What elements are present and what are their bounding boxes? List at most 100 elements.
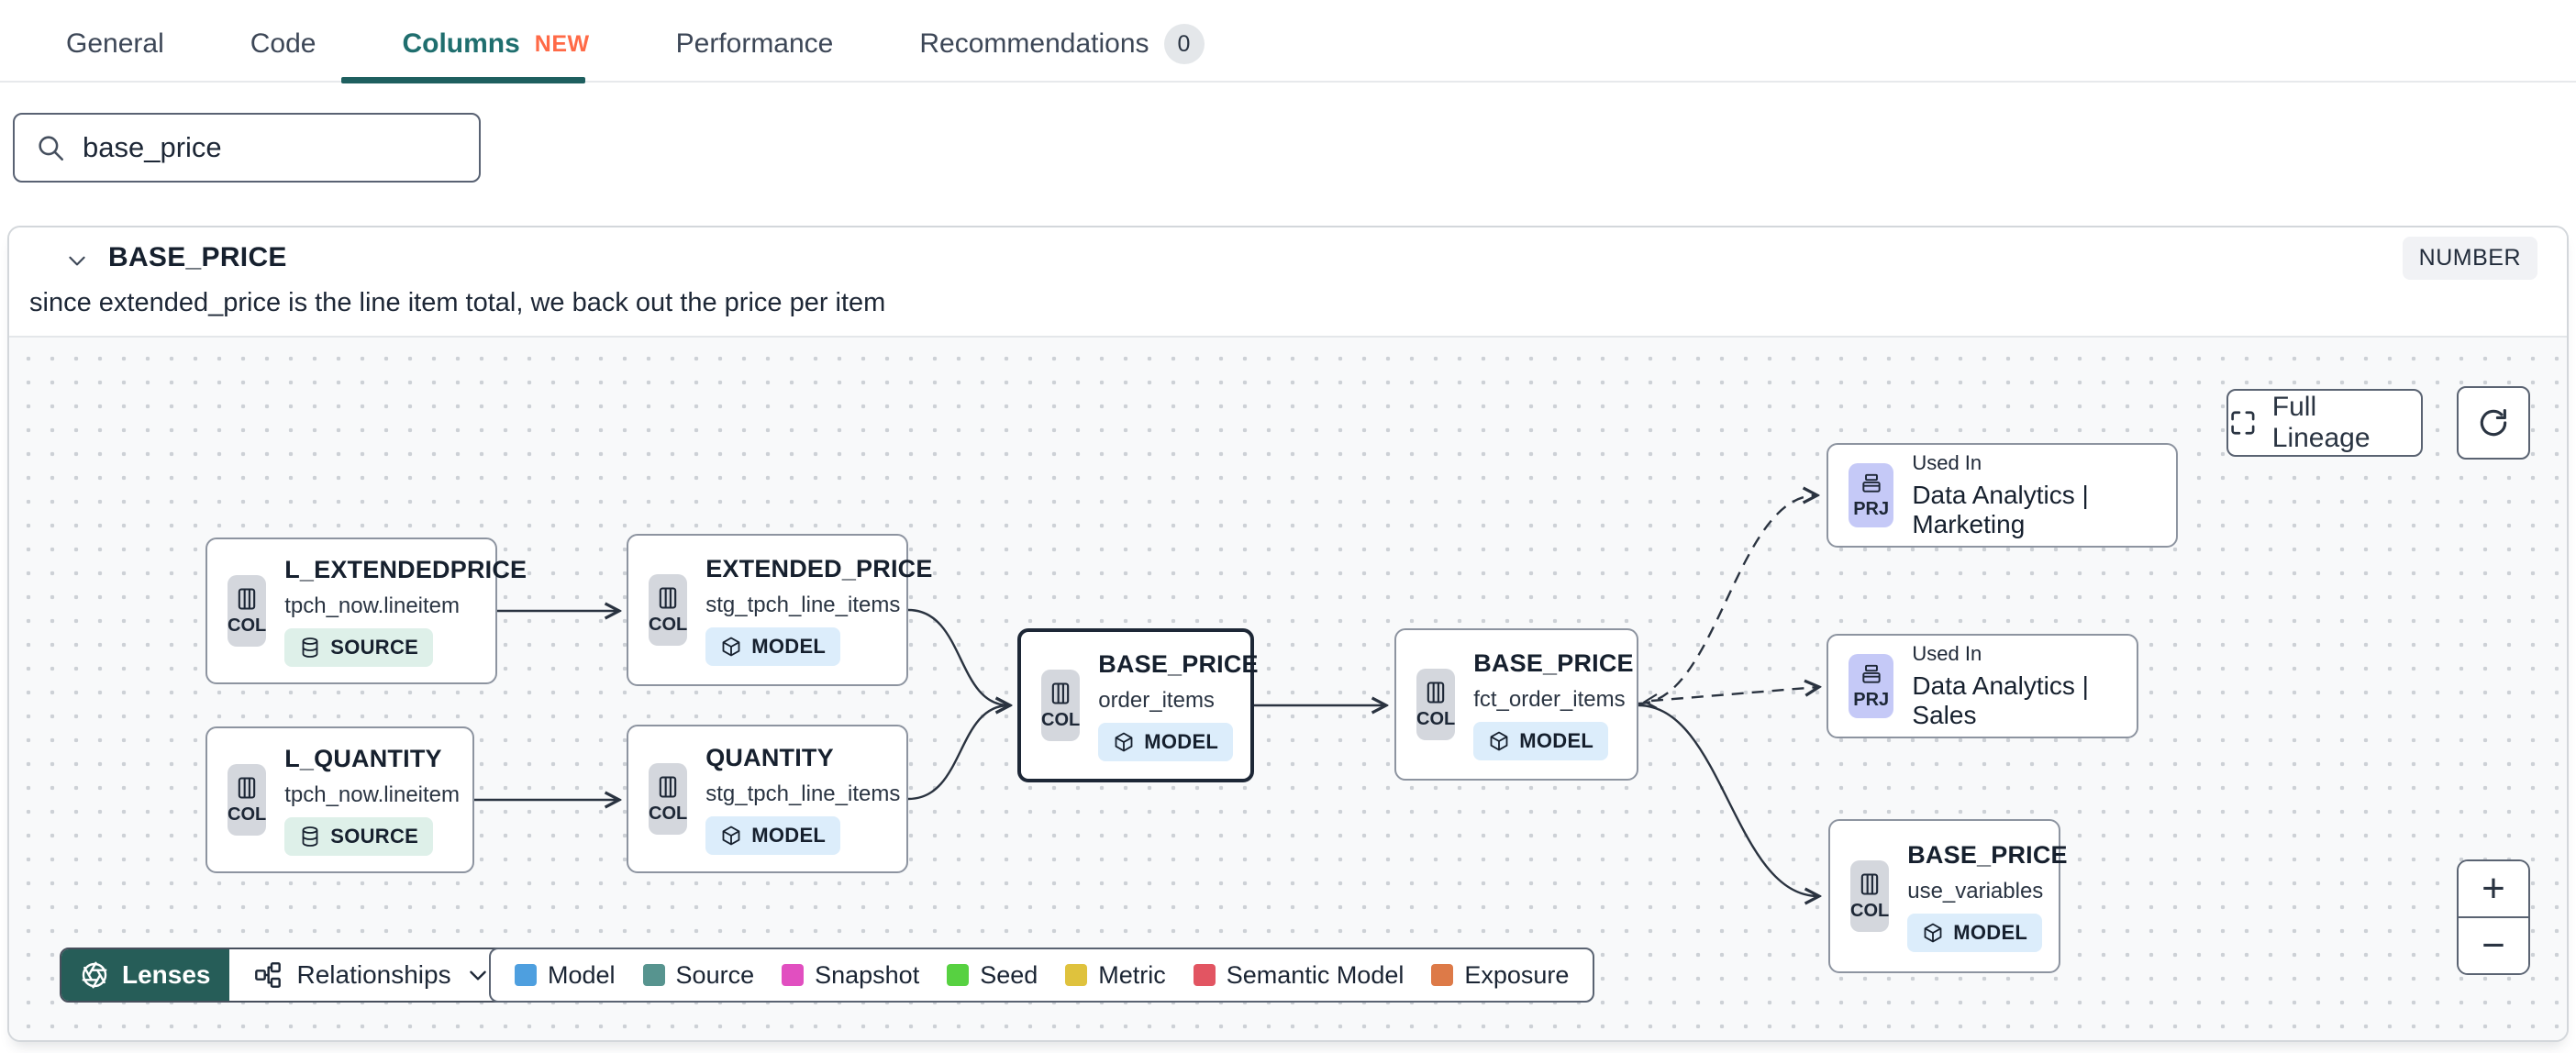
column-search[interactable] <box>13 113 481 183</box>
tab-performance-label: Performance <box>675 28 834 59</box>
model-pill: MODEL <box>1098 722 1234 761</box>
node-subtitle: stg_tpch_line_items <box>705 592 901 617</box>
project-icon <box>1862 473 1881 493</box>
tab-code[interactable]: Code <box>250 28 316 60</box>
cube-icon <box>1115 732 1133 751</box>
column-badge-label: COL <box>649 614 688 635</box>
database-icon <box>302 826 318 847</box>
column-badge: COL <box>1850 860 1890 932</box>
column-badge: COL <box>1041 670 1081 741</box>
project-badge-label: PRJ <box>1853 689 1890 710</box>
legend-item-semantic-model: Semantic Model <box>1193 961 1404 990</box>
column-badge: COL <box>228 764 267 836</box>
type-pill-label: MODEL <box>751 634 827 658</box>
node-title: EXTENDED_PRICE <box>705 554 933 582</box>
column-badge-label: COL <box>1850 900 1890 921</box>
zoom-in-button[interactable]: + <box>2459 861 2528 916</box>
search-icon <box>35 132 66 163</box>
tab-recommendations-label: Recommendations <box>919 28 1149 59</box>
model-pill: MODEL <box>1473 721 1609 760</box>
tab-recommendations[interactable]: Recommendations 0 <box>919 24 1205 64</box>
type-pill-label: SOURCE <box>330 824 419 848</box>
lineage-node-used-in-sales[interactable]: PRJ Used In Data Analytics | Sales <box>1827 634 2138 738</box>
full-lineage-label: Full Lineage <box>2271 392 2371 453</box>
database-icon <box>302 637 318 658</box>
node-subtitle: tpch_now.lineitem <box>284 593 460 618</box>
project-icon <box>1862 664 1881 683</box>
recommendations-count-badge: 0 <box>1163 24 1205 64</box>
project-badge: PRJ <box>1849 463 1894 527</box>
model-pill: MODEL <box>705 626 841 666</box>
lineage-node-l-extendedprice[interactable]: COL L_EXTENDEDPRICE tpch_now.lineitem SO… <box>205 538 527 684</box>
project-badge-label: PRJ <box>1853 498 1890 519</box>
legend-swatch <box>515 964 537 986</box>
node-subtitle: use_variables <box>1907 878 2044 903</box>
new-badge: NEW <box>534 30 590 57</box>
column-badge: COL <box>228 575 267 647</box>
model-pill: MODEL <box>1907 913 2043 952</box>
cube-icon <box>722 637 740 656</box>
legend-swatch <box>1065 964 1088 986</box>
full-lineage-button[interactable]: Full Lineage <box>2226 389 2423 457</box>
zoom-out-button[interactable]: − <box>2459 918 2528 973</box>
node-title: BASE_PRICE <box>1473 648 1634 677</box>
lineage-node-base-price-use-variables[interactable]: COL BASE_PRICE use_variables MODEL <box>1828 819 2068 973</box>
lineage-node-extended-price[interactable]: COL EXTENDED_PRICE stg_tpch_line_items M… <box>627 534 932 686</box>
search-input[interactable] <box>83 131 459 164</box>
column-datatype-badge: NUMBER <box>2402 237 2537 280</box>
legend-swatch <box>1193 964 1216 986</box>
node-title: L_QUANTITY <box>284 744 442 772</box>
lineage-node-used-in-marketing[interactable]: PRJ Used In Data Analytics | Marketing <box>1827 443 2178 548</box>
node-title: BASE_PRICE <box>1098 649 1259 678</box>
column-badge: COL <box>649 574 688 646</box>
project-badge: PRJ <box>1849 654 1894 718</box>
column-badge-label: COL <box>228 615 267 636</box>
legend-swatch <box>642 964 665 986</box>
source-pill: SOURCE <box>284 816 434 856</box>
tab-columns-label: Columns <box>402 28 520 59</box>
model-pill: MODEL <box>705 815 841 855</box>
column-description: since extended_price is the line item to… <box>29 288 886 317</box>
legend-swatch <box>1431 964 1454 986</box>
tab-columns[interactable]: Columns NEW <box>402 28 589 60</box>
lenses-label: Lenses <box>122 960 211 989</box>
tab-general[interactable]: General <box>66 28 164 60</box>
lineage-canvas[interactable]: COL L_EXTENDEDPRICE tpch_now.lineitem SO… <box>9 336 2567 1040</box>
zoom-controls: + − <box>2457 859 2530 975</box>
lineage-node-base-price-fct-order-items[interactable]: COL BASE_PRICE fct_order_items MODEL <box>1394 628 1638 781</box>
active-tab-underline <box>341 77 585 83</box>
legend-item-seed: Seed <box>947 961 1038 990</box>
column-card: BASE_PRICE NUMBER since extended_price i… <box>7 226 2569 1042</box>
relationships-label: Relationships <box>296 960 451 989</box>
node-title: Data Analytics | Marketing <box>1912 481 2089 538</box>
node-title: BASE_PRICE <box>1907 840 2068 869</box>
tab-performance[interactable]: Performance <box>676 28 834 60</box>
lineage-node-base-price-order-items[interactable]: COL BASE_PRICE order_items MODEL <box>1017 628 1259 782</box>
lenses-button[interactable]: Lenses <box>61 949 229 1001</box>
column-badge: COL <box>649 763 688 835</box>
node-title: L_EXTENDEDPRICE <box>284 555 527 583</box>
lineage-node-quantity[interactable]: COL QUANTITY stg_tpch_line_items MODEL <box>627 725 908 873</box>
relationships-dropdown[interactable]: Relationships <box>228 949 514 1001</box>
lineage-edges <box>474 338 2567 1042</box>
node-title: QUANTITY <box>705 743 834 771</box>
resource-legend: Model Source Snapshot Seed Metric <box>489 948 1595 1003</box>
chevron-down-icon <box>469 970 486 981</box>
column-badge-label: COL <box>1416 708 1456 729</box>
type-pill-label: MODEL <box>1144 729 1219 753</box>
node-subtitle: tpch_now.lineitem <box>284 781 460 807</box>
source-pill: SOURCE <box>284 627 434 667</box>
type-pill-label: SOURCE <box>330 635 419 659</box>
node-title: Data Analytics | Sales <box>1912 671 2089 729</box>
legend-item-exposure: Exposure <box>1431 961 1569 990</box>
legend-swatch <box>947 964 970 986</box>
cube-icon <box>722 826 740 845</box>
collapse-chevron-icon[interactable] <box>57 240 97 281</box>
lineage-node-l-quantity[interactable]: COL L_QUANTITY tpch_now.lineitem SOURCE <box>205 726 474 873</box>
legend-item-metric: Metric <box>1065 961 1166 990</box>
lens-controls: Lenses Relationships <box>60 948 516 1003</box>
tab-general-label: General <box>66 28 164 59</box>
column-badge-label: COL <box>649 803 688 824</box>
refresh-button[interactable] <box>2457 386 2530 460</box>
